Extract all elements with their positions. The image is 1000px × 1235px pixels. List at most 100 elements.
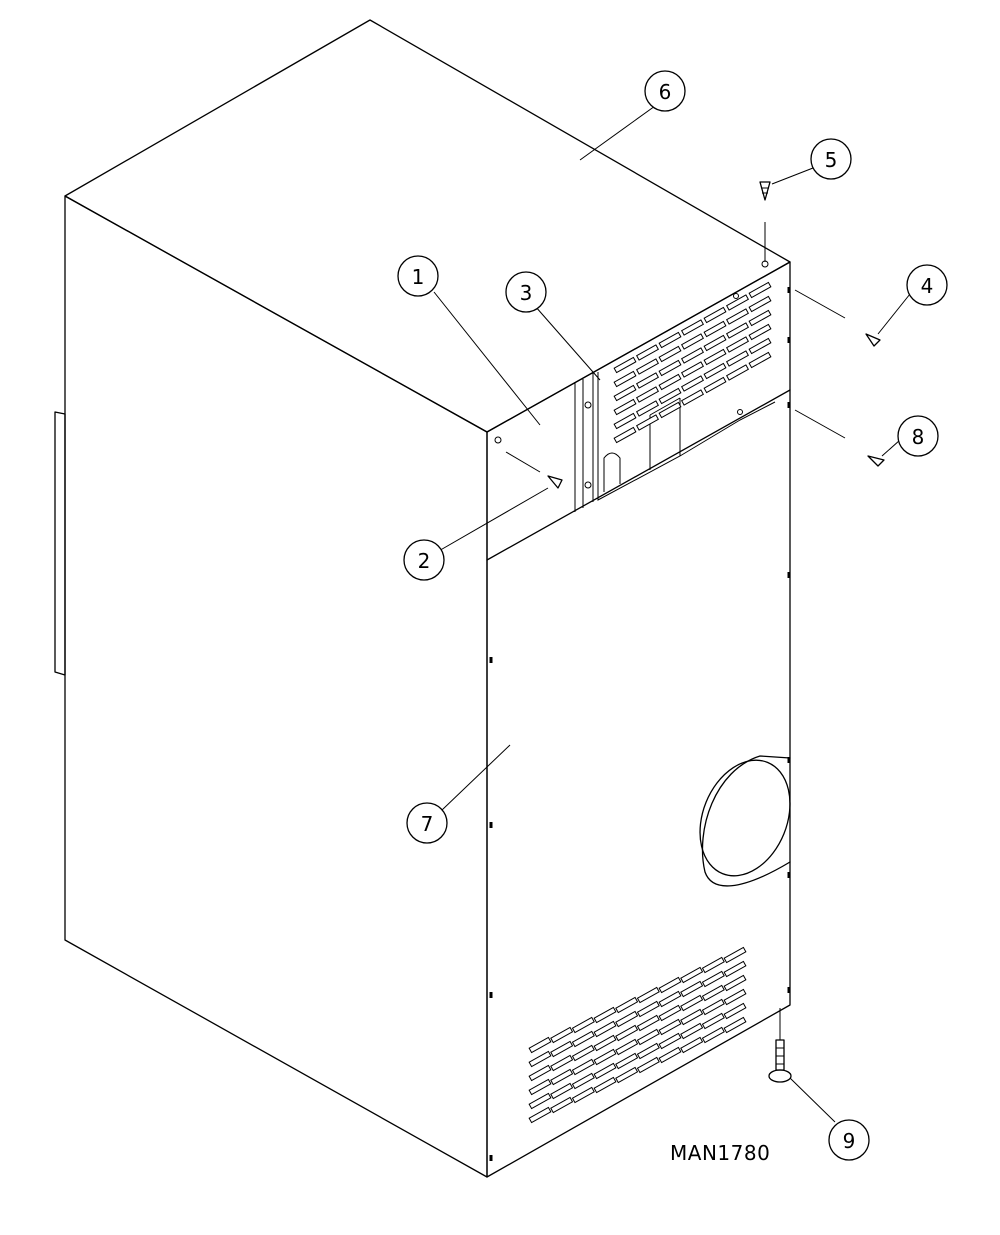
vent-slot bbox=[636, 1000, 660, 1018]
vent-slot bbox=[636, 1042, 660, 1060]
vent-slot bbox=[550, 1040, 574, 1058]
vent-slot bbox=[636, 986, 660, 1004]
vent-slot bbox=[748, 281, 772, 299]
vent-slot bbox=[635, 414, 660, 431]
vent-slot bbox=[571, 1086, 595, 1104]
vent-slot bbox=[680, 1008, 704, 1026]
vent-slot bbox=[571, 1016, 595, 1034]
vent-slot bbox=[658, 990, 682, 1008]
vent-slot bbox=[615, 1010, 639, 1028]
vent-slot bbox=[701, 970, 725, 988]
vent-slot bbox=[703, 334, 727, 352]
drawing-number: MAN1780 bbox=[670, 1141, 770, 1165]
callout-6-label: 6 bbox=[659, 80, 672, 104]
callout-3: 3 bbox=[505, 271, 547, 313]
vent-slot bbox=[593, 1048, 617, 1066]
vent-slot bbox=[725, 322, 750, 339]
vent-slot bbox=[658, 359, 682, 377]
vent-slot bbox=[613, 426, 637, 444]
rivet bbox=[787, 337, 791, 343]
vent-slot bbox=[723, 1002, 747, 1020]
vent-slot bbox=[723, 988, 747, 1006]
vent-slot bbox=[748, 309, 772, 327]
vent-slot bbox=[571, 1044, 595, 1062]
vent-slot bbox=[615, 1066, 639, 1084]
vent-slot bbox=[680, 980, 704, 998]
vent-slot bbox=[571, 1058, 595, 1076]
vent-slot bbox=[658, 976, 682, 994]
vent-slot bbox=[680, 994, 704, 1012]
vent-slot bbox=[748, 323, 772, 341]
vent-slot bbox=[571, 1030, 595, 1048]
vent-slot bbox=[658, 373, 682, 391]
vent-slot bbox=[723, 1016, 747, 1034]
vent-slot bbox=[725, 308, 750, 325]
vent-slot bbox=[528, 1036, 552, 1054]
lower-vent-grille bbox=[528, 946, 747, 1124]
vent-slot bbox=[658, 1004, 682, 1022]
left-side-panel bbox=[64, 195, 488, 1178]
vent-slot bbox=[528, 1050, 552, 1068]
vent-slot bbox=[613, 370, 637, 388]
vent-slot bbox=[636, 1014, 660, 1032]
vent-slot bbox=[658, 331, 682, 349]
vent-slot bbox=[615, 996, 639, 1014]
vent-slot bbox=[658, 1046, 682, 1064]
callout-5: 5 bbox=[810, 138, 852, 180]
vent-slot bbox=[613, 398, 637, 416]
callout-4-label: 4 bbox=[921, 274, 934, 298]
rivet bbox=[787, 572, 791, 578]
side-bracket bbox=[54, 411, 66, 676]
vent-slot bbox=[615, 1038, 639, 1056]
leveling-foot-part-9 bbox=[768, 1008, 792, 1083]
callout-8: 8 bbox=[897, 415, 939, 457]
rivet bbox=[489, 992, 493, 998]
vent-slot bbox=[658, 345, 682, 363]
rivet bbox=[489, 822, 493, 828]
vent-slot bbox=[748, 351, 772, 369]
vent-slot bbox=[571, 1072, 595, 1090]
callout-2-label: 2 bbox=[418, 549, 431, 573]
vent-slot bbox=[658, 387, 682, 405]
edge-rivets bbox=[489, 287, 791, 1161]
rivet bbox=[489, 1155, 493, 1161]
callout-7: 7 bbox=[406, 802, 448, 844]
vent-slot bbox=[593, 1034, 617, 1052]
callout-9-label: 9 bbox=[843, 1129, 856, 1153]
rivet bbox=[787, 287, 791, 293]
vent-slot bbox=[680, 375, 705, 392]
vent-slot bbox=[658, 401, 682, 419]
vent-slot bbox=[680, 389, 705, 406]
vent-slot bbox=[703, 320, 727, 338]
vent-slot bbox=[550, 1096, 574, 1114]
callout-5-label: 5 bbox=[825, 148, 838, 172]
vent-slot bbox=[635, 344, 660, 361]
vent-slot bbox=[703, 306, 727, 324]
vent-slot bbox=[680, 319, 705, 336]
cabinet-body bbox=[54, 19, 791, 1178]
vent-slot bbox=[703, 348, 727, 366]
rivet bbox=[787, 402, 791, 408]
vent-slot bbox=[613, 356, 637, 374]
vent-slot bbox=[593, 1020, 617, 1038]
callout-1-label: 1 bbox=[412, 265, 425, 289]
vent-slot bbox=[703, 376, 727, 394]
screw-part-8 bbox=[794, 409, 885, 467]
vent-cover-panel bbox=[597, 293, 776, 501]
vent-slot bbox=[593, 1062, 617, 1080]
rear-panel bbox=[486, 261, 791, 1178]
exhaust-outlet bbox=[699, 755, 791, 887]
callout-4: 4 bbox=[906, 264, 948, 306]
vent-slot bbox=[615, 1024, 639, 1042]
vent-slot bbox=[680, 361, 705, 378]
vent-slot bbox=[658, 1018, 682, 1036]
callout-7-label: 7 bbox=[421, 812, 434, 836]
vent-slot bbox=[550, 1054, 574, 1072]
vent-slot bbox=[635, 386, 660, 403]
vent-slot bbox=[635, 400, 660, 417]
callout-3-label: 3 bbox=[520, 281, 533, 305]
vent-slot bbox=[723, 974, 747, 992]
callout-9: 9 bbox=[828, 1119, 870, 1161]
vent-slot bbox=[701, 956, 725, 974]
screw-part-2 bbox=[505, 451, 563, 489]
